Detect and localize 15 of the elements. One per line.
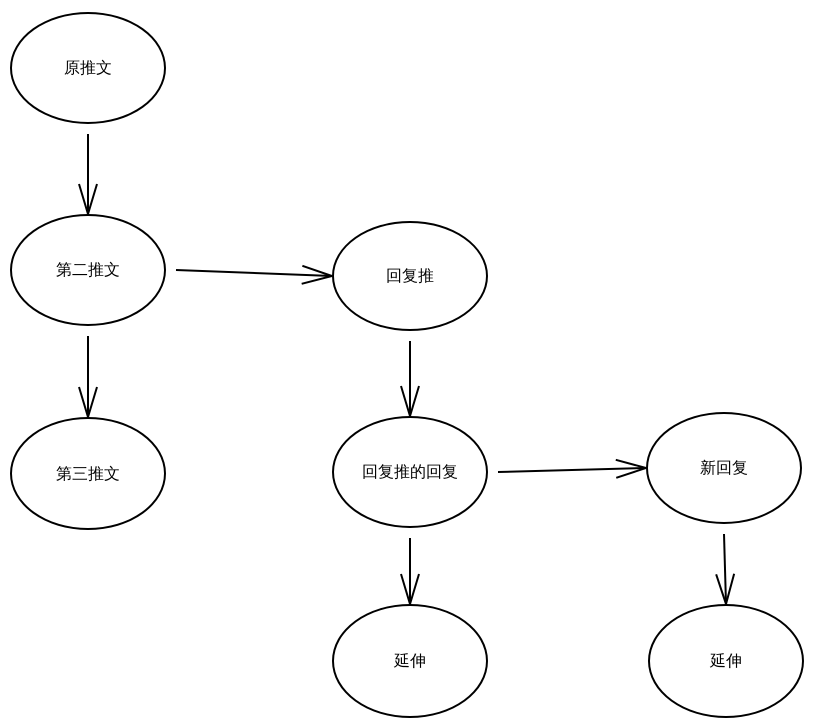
node-label: 回复推 <box>386 265 434 287</box>
arrow <box>78 336 98 418</box>
arrow <box>176 264 333 285</box>
arrow <box>400 538 420 605</box>
node-label: 第二推文 <box>56 259 120 281</box>
arrow <box>715 534 736 605</box>
node-label: 新回复 <box>700 457 748 479</box>
node-label: 延伸 <box>394 650 426 672</box>
node-label: 延伸 <box>710 650 742 672</box>
arrow <box>498 458 647 479</box>
arrow <box>400 341 420 417</box>
node-label: 第三推文 <box>56 462 120 484</box>
node-label: 原推文 <box>64 57 112 79</box>
node-label: 回复推的回复 <box>362 461 458 483</box>
arrow <box>78 134 98 215</box>
